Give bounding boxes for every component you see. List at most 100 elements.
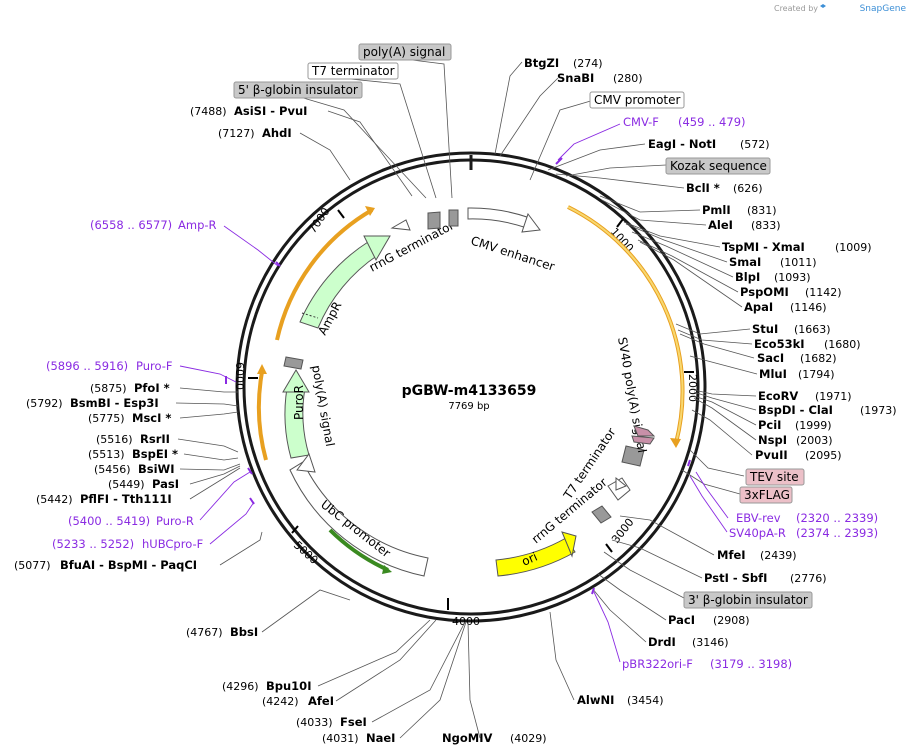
label-box-kozak[interactable] bbox=[665, 157, 771, 175]
site-name[interactable]: ApaI bbox=[744, 300, 773, 314]
label-box-3-globin[interactable] bbox=[683, 591, 813, 609]
site-name[interactable]: BlpI bbox=[735, 270, 760, 284]
leader-line bbox=[529, 99, 595, 181]
leader-line bbox=[499, 77, 559, 157]
primer-name[interactable]: pBR322ori-F bbox=[622, 657, 693, 671]
site-name[interactable]: BspEI * bbox=[132, 447, 178, 461]
plasmid-size: 7769 bp bbox=[448, 401, 489, 412]
label-box-t7[interactable] bbox=[307, 62, 399, 80]
site-name[interactable]: EagI - NotI bbox=[648, 137, 716, 151]
label-box-polya[interactable] bbox=[358, 43, 452, 61]
site-name[interactable]: MfeI bbox=[717, 548, 746, 562]
site-name[interactable]: PciI bbox=[758, 418, 781, 432]
primer-marks bbox=[225, 157, 691, 595]
ori-feature[interactable] bbox=[495, 537, 576, 577]
site-name[interactable]: PspOMI bbox=[740, 285, 789, 299]
primer-mark-icon bbox=[249, 497, 255, 505]
leader-line bbox=[603, 551, 685, 599]
snapgene-logo-icon bbox=[820, 4, 826, 8]
label-3-globin: 3' β-globin insulator bbox=[688, 593, 808, 607]
primer-leader bbox=[593, 591, 621, 663]
site-name[interactable]: BfuAI - BspMI - PaqCI bbox=[60, 558, 197, 572]
site-name[interactable]: AleI bbox=[708, 218, 733, 232]
site-name[interactable]: Bpu10I bbox=[266, 679, 311, 693]
site-name[interactable]: NspI bbox=[758, 433, 787, 447]
site-pos: (1971) bbox=[815, 390, 852, 403]
site-name[interactable]: PacI bbox=[668, 613, 695, 627]
primer-range: (5400 .. 5419) bbox=[68, 514, 150, 528]
site-name[interactable]: PfoI * bbox=[134, 381, 170, 395]
site-name[interactable]: BbsI bbox=[230, 625, 258, 639]
site-name[interactable]: AsiSI - PvuI bbox=[234, 104, 307, 118]
site-name[interactable]: MscI * bbox=[132, 411, 171, 425]
t7-terminator-top-feature[interactable] bbox=[427, 211, 441, 230]
site-pos: (4033) bbox=[296, 716, 333, 729]
site-name[interactable]: PvuII bbox=[755, 448, 788, 462]
leader-line bbox=[679, 333, 755, 359]
site-name[interactable]: SacI bbox=[757, 351, 784, 365]
primer-name[interactable]: hUBCpro-F bbox=[142, 537, 203, 551]
site-name[interactable]: NaeI bbox=[366, 731, 395, 745]
leader-line bbox=[349, 78, 437, 199]
site-name[interactable]: DrdI bbox=[648, 635, 676, 649]
site-name[interactable]: BsmBI - Esp3I bbox=[70, 396, 159, 410]
site-name[interactable]: AfeI bbox=[308, 694, 334, 708]
flag-feature[interactable] bbox=[631, 435, 655, 445]
site-name[interactable]: Eco53kI bbox=[754, 337, 805, 351]
site-name[interactable]: BtgZI bbox=[524, 56, 559, 70]
primer-name[interactable]: Amp-R bbox=[178, 218, 217, 232]
site-name[interactable]: PasI bbox=[152, 477, 179, 491]
site-name[interactable]: TspMI - XmaI bbox=[722, 240, 805, 254]
sv40-polya-feature[interactable] bbox=[621, 445, 645, 467]
tev-site-feature[interactable] bbox=[633, 425, 656, 437]
leader-line bbox=[677, 329, 753, 345]
primer-name[interactable]: EBV-rev bbox=[736, 511, 781, 525]
primer-name[interactable]: Puro-R bbox=[156, 514, 194, 528]
ampr-arrowhead-icon bbox=[363, 235, 391, 262]
site-name[interactable]: NgoMIV bbox=[442, 731, 492, 745]
label-box-cmv-promoter[interactable] bbox=[589, 91, 685, 109]
site-name[interactable]: BclI * bbox=[686, 181, 720, 195]
ubc-promoter-feature[interactable] bbox=[289, 461, 429, 577]
site-name[interactable]: BsiWI bbox=[138, 462, 175, 476]
site-name[interactable]: BspDI - ClaI bbox=[758, 403, 833, 417]
leader-line bbox=[183, 453, 239, 461]
polya-left-feature[interactable] bbox=[283, 356, 304, 370]
site-name[interactable]: SmaI bbox=[729, 255, 761, 269]
site-name[interactable]: SnaBI bbox=[557, 71, 594, 85]
site-name[interactable]: StuI bbox=[752, 322, 778, 336]
site-name[interactable]: MluI bbox=[759, 367, 787, 381]
site-pos: (4242) bbox=[262, 695, 299, 708]
rrng-terminator-bottom-feature[interactable] bbox=[591, 505, 612, 524]
site-pos: (4029) bbox=[510, 732, 547, 745]
primer-name[interactable]: CMV-F bbox=[623, 115, 659, 129]
label-box-tev[interactable] bbox=[745, 468, 805, 486]
orf-arc-puro bbox=[256, 371, 268, 461]
site-name[interactable]: PstI - SbfI bbox=[704, 571, 767, 585]
site-name[interactable]: AhdI bbox=[262, 126, 292, 140]
primer-mark-icon bbox=[555, 157, 563, 165]
label-box-5-globin[interactable] bbox=[233, 81, 363, 99]
site-name[interactable]: RsrII bbox=[140, 432, 170, 446]
site-pos: (274) bbox=[573, 57, 603, 70]
label-3xflag: 3xFLAG bbox=[744, 488, 790, 502]
site-pos: (5449) bbox=[108, 478, 145, 491]
credit-prefix: Created by bbox=[774, 4, 818, 13]
site-pos: (2439) bbox=[760, 549, 797, 562]
leader-line bbox=[467, 621, 481, 739]
label-box-3xflag[interactable] bbox=[739, 486, 793, 504]
polya-signal-top-feature[interactable] bbox=[448, 209, 459, 227]
rrng-terminator-top-feature[interactable] bbox=[390, 219, 411, 231]
site-name[interactable]: AlwNI bbox=[577, 693, 614, 707]
site-name[interactable]: FseI bbox=[340, 715, 367, 729]
site-name[interactable]: EcoRV bbox=[758, 389, 798, 403]
ori-arrowhead-icon bbox=[561, 531, 577, 558]
leader-line bbox=[681, 469, 741, 495]
primer-name[interactable]: Puro-F bbox=[136, 359, 173, 373]
cmv-enhancer-feature[interactable] bbox=[467, 207, 531, 229]
primer-name[interactable]: SV40pA-R bbox=[729, 526, 786, 540]
site-pos: (1146) bbox=[790, 301, 827, 314]
site-pos: (2776) bbox=[790, 572, 827, 585]
site-name[interactable]: PmlI bbox=[702, 203, 731, 217]
site-name[interactable]: PflFI - Tth111I bbox=[80, 492, 172, 506]
